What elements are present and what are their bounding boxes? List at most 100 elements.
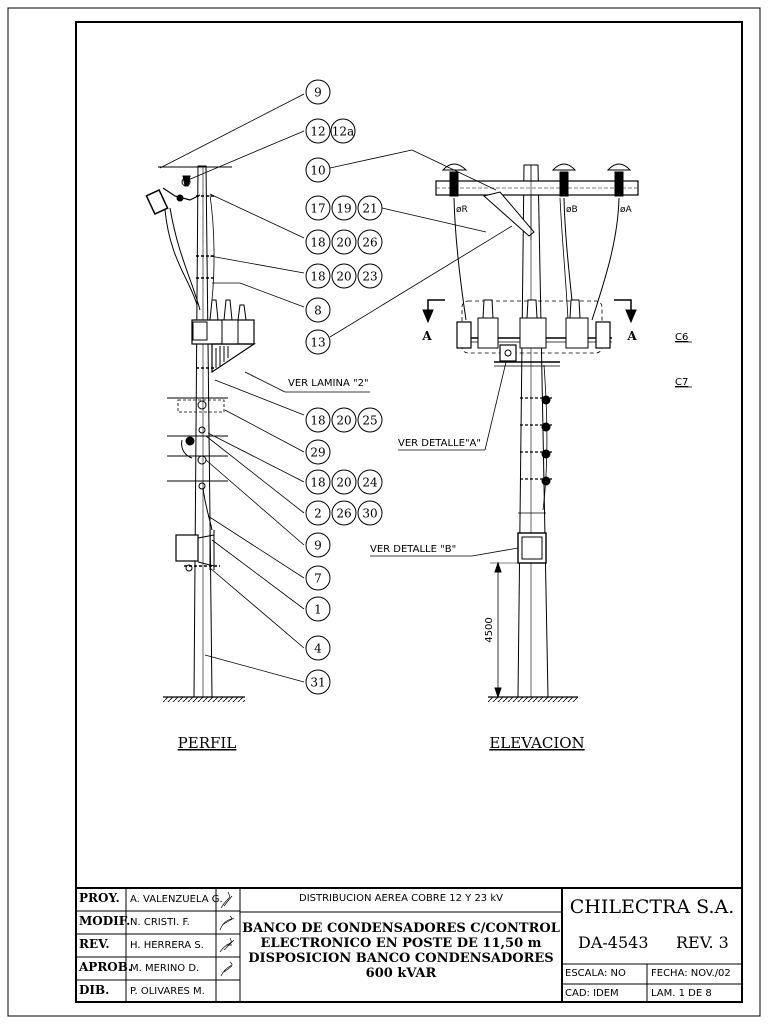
detalle-b-box xyxy=(517,532,547,564)
callout-number: 26 xyxy=(336,507,351,521)
section-marker-right xyxy=(614,299,637,324)
elevation-view xyxy=(422,163,639,702)
profile-view-title: PERFIL xyxy=(178,734,237,752)
title-block-person: N. CRISTI. F. xyxy=(130,917,190,928)
profile-cutout xyxy=(145,188,169,216)
callout-number: 18 xyxy=(310,270,325,284)
callout-balloon: 13 xyxy=(305,329,331,355)
callout-balloon: 20 xyxy=(331,407,357,433)
callout-number: 24 xyxy=(362,476,378,490)
callout-number: 12a xyxy=(332,125,354,139)
callout-balloon: 17 xyxy=(305,195,331,221)
callout-balloon: 30 xyxy=(357,500,383,526)
callout-number: 10 xyxy=(310,164,325,178)
callout-balloon: 2 xyxy=(305,500,331,526)
note-ver-lamina: VER LAMINA "2" xyxy=(288,378,369,389)
note-ver-detalle-b: VER DETALLE "B" xyxy=(370,544,456,555)
section-marker-left xyxy=(422,299,445,324)
title-block-person: P. OLIVARES M. xyxy=(130,986,205,997)
callout-balloon: 25 xyxy=(357,407,383,433)
scale-field: ESCALA: NO xyxy=(565,968,626,979)
callout-balloon: 26 xyxy=(357,229,383,255)
signature-3 xyxy=(219,937,235,953)
signature-2 xyxy=(219,915,235,931)
profile-leader-lines xyxy=(159,93,370,683)
title-subtitle: DISTRIBUCION AEREA COBRE 12 Y 23 kV xyxy=(299,893,503,904)
phase-label-b: øB xyxy=(566,205,578,215)
callout-number: 20 xyxy=(336,236,351,250)
drawing-revision: REV. 3 xyxy=(676,933,729,952)
title-block-role: PROY. xyxy=(79,891,120,905)
note-ver-detalle-a: VER DETALLE"A" xyxy=(398,438,481,449)
callout-number: 25 xyxy=(362,414,377,428)
profile-control-box xyxy=(175,534,199,562)
elevation-view-title: ELEVACION xyxy=(489,734,584,752)
company-name: CHILECTRA S.A. xyxy=(569,896,735,918)
callout-number: 12 xyxy=(310,125,325,139)
callout-balloon: 8 xyxy=(305,297,331,323)
callout-number: 18 xyxy=(310,476,325,490)
title-block-person: A. VALENZUELA G. xyxy=(130,894,223,905)
callout-number: 18 xyxy=(310,414,325,428)
callout-balloon: 12a xyxy=(330,118,356,144)
callout-number: 19 xyxy=(336,202,351,216)
phase-label-r: øR xyxy=(456,205,468,215)
title-block-person: H. HERRERA S. xyxy=(130,940,204,951)
grid-ref-c7: C7 xyxy=(675,377,688,388)
section-label-left: A xyxy=(421,329,432,343)
callout-balloon: 29 xyxy=(305,439,331,465)
callout-number: 17 xyxy=(310,202,325,216)
callout-number: 4 xyxy=(314,642,322,656)
drawing-frame xyxy=(75,21,743,1003)
callout-balloon: 24 xyxy=(357,469,383,495)
elevation-pole xyxy=(517,164,549,698)
signature-4 xyxy=(220,961,233,977)
callout-number: 7 xyxy=(314,572,322,586)
drawing-title: BANCO DE CONDENSADORES C/CONTROL ELECTRO… xyxy=(242,921,560,981)
callout-balloon: 7 xyxy=(305,565,331,591)
callout-number: 30 xyxy=(362,507,377,521)
date-field: FECHA: NOV./02 xyxy=(651,968,731,979)
callout-number: 20 xyxy=(336,476,351,490)
callout-number: 31 xyxy=(310,676,325,690)
callout-number: 9 xyxy=(314,539,322,553)
callout-number: 1 xyxy=(314,603,322,617)
callout-number: 21 xyxy=(362,202,377,216)
grid-ref-c6: C6 xyxy=(675,332,688,343)
phase-label-a: øA xyxy=(620,205,633,215)
elevation-insulators xyxy=(441,163,632,197)
callout-balloon: 20 xyxy=(331,229,357,255)
profile-ground-hatch xyxy=(163,697,245,702)
callout-balloon: 10 xyxy=(305,157,331,183)
callout-balloon: 9 xyxy=(305,532,331,558)
callout-number: 9 xyxy=(314,86,322,100)
drawing-number: DA-4543 xyxy=(578,933,649,952)
detalle-a-box xyxy=(499,344,517,362)
callout-number: 23 xyxy=(362,270,377,284)
callout-number: 2 xyxy=(314,507,322,521)
callout-balloon: 20 xyxy=(331,263,357,289)
signature-1 xyxy=(220,891,233,909)
callout-number: 20 xyxy=(336,270,351,284)
callout-number: 29 xyxy=(310,446,325,460)
cad-field: CAD: IDEM xyxy=(565,988,619,999)
callout-balloon: 31 xyxy=(305,669,331,695)
callout-balloon: 18 xyxy=(305,469,331,495)
title-block-person: M. MERINO D. xyxy=(130,963,200,974)
profile-view xyxy=(145,165,256,702)
outer-border xyxy=(7,7,761,1017)
callout-balloon: 21 xyxy=(357,195,383,221)
callout-balloon: 20 xyxy=(331,469,357,495)
callout-balloon: 19 xyxy=(331,195,357,221)
callout-number: 8 xyxy=(314,304,322,318)
callout-number: 18 xyxy=(310,236,325,250)
callout-number: 26 xyxy=(362,236,377,250)
callout-number: 20 xyxy=(336,414,351,428)
callout-balloon: 12 xyxy=(305,118,331,144)
callout-balloon: 9 xyxy=(305,79,331,105)
sheet-field: LAM. 1 DE 8 xyxy=(651,988,712,999)
elevation-ground-hatch xyxy=(488,697,578,702)
elevation-leader-lines xyxy=(329,149,692,557)
